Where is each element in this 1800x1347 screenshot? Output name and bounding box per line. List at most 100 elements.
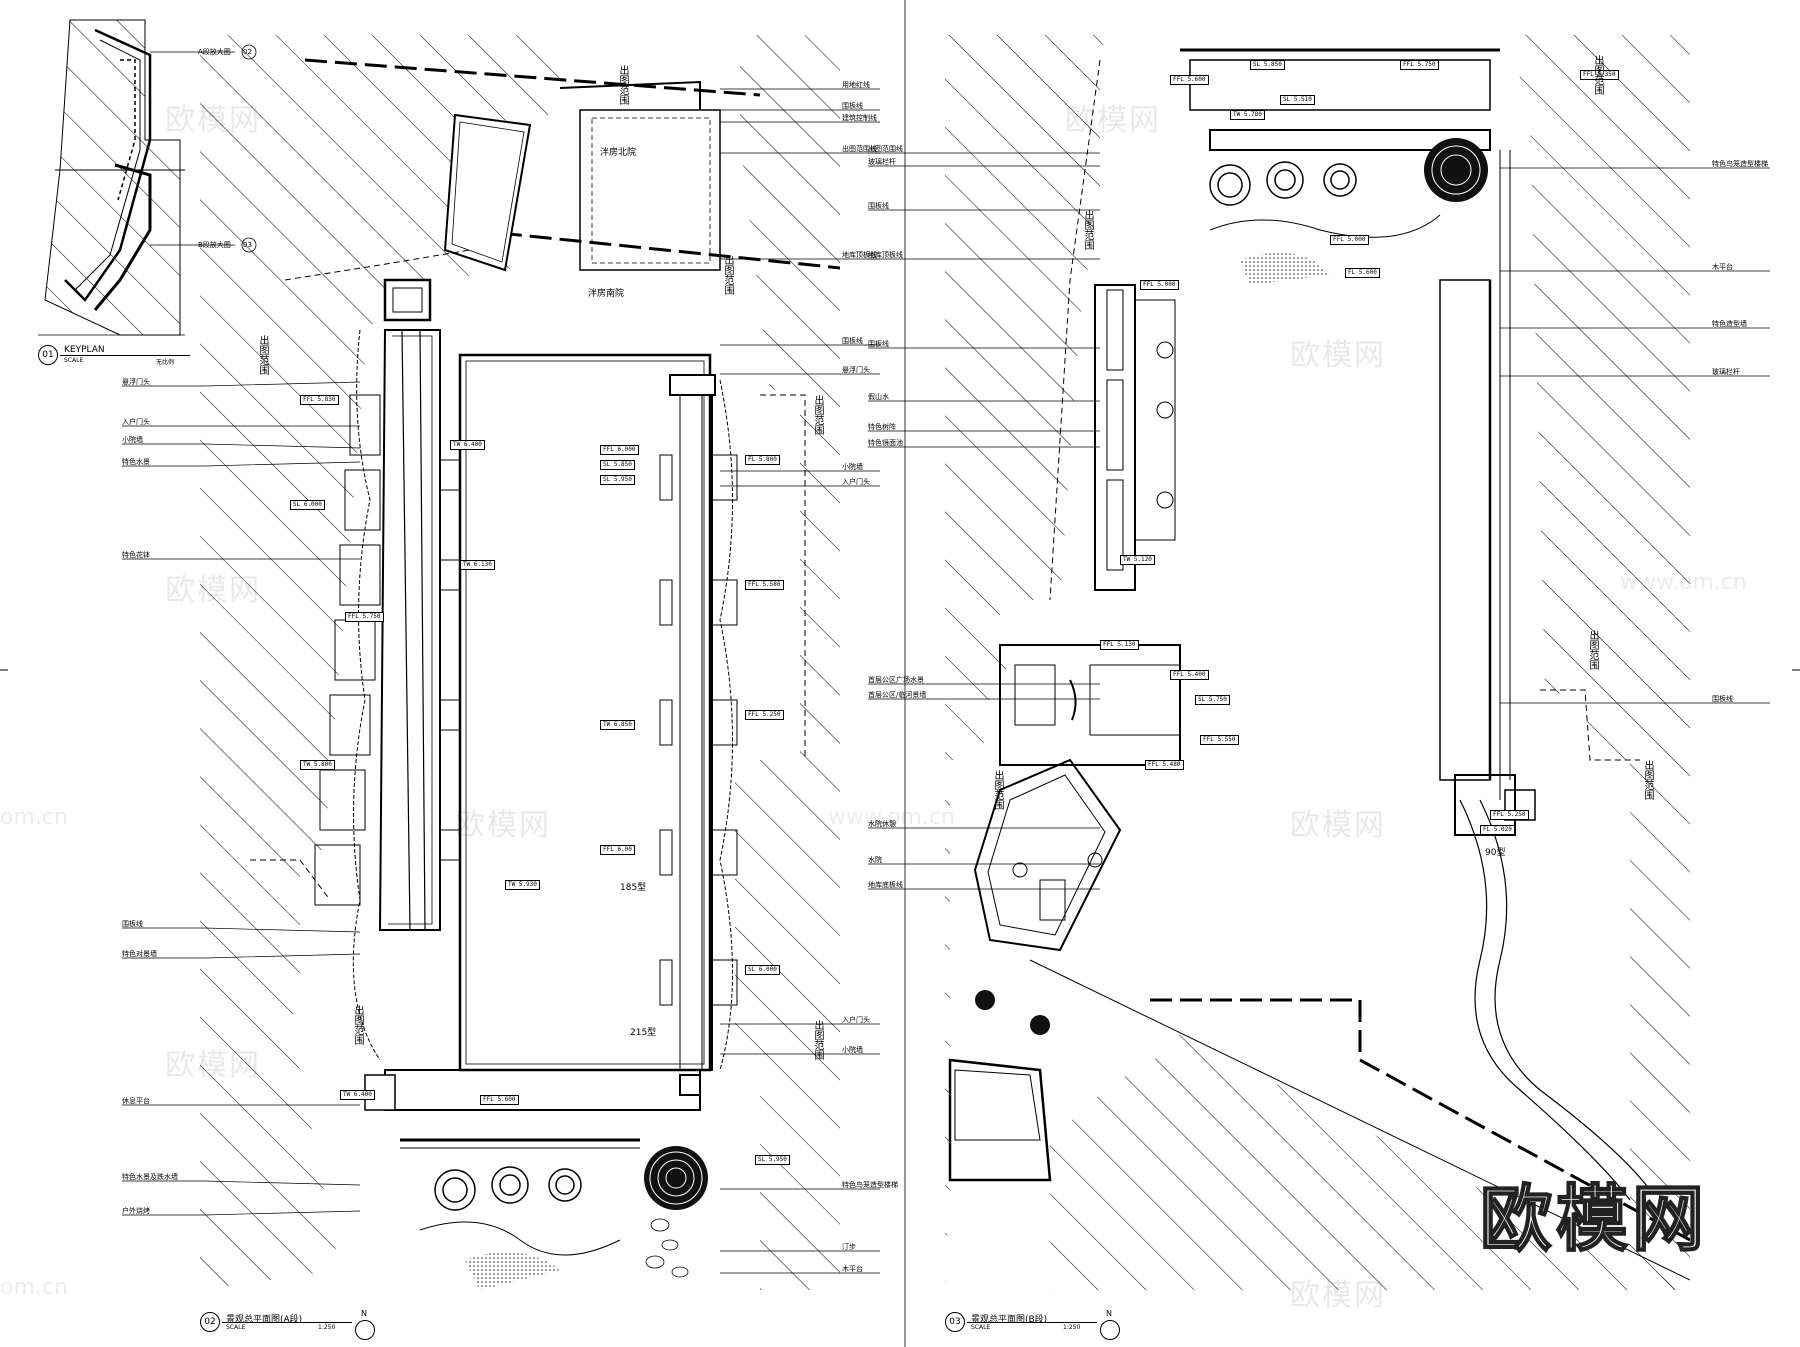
plan-a-right-label: 入户门头 <box>842 478 870 486</box>
plan-b-level-tag: FFL 5.400 <box>1170 670 1209 680</box>
plan-a-level-tag: FL 5.800 <box>745 455 780 465</box>
plan-a-right-label: 小院墙 <box>842 1046 863 1054</box>
watermark-url: om.cn <box>0 805 68 830</box>
plan-b-range-label-3: 出图范围 <box>1587 630 1598 670</box>
plan-a-left-label: 特色水景 <box>122 458 150 466</box>
plan-b-right-label: 木平台 <box>1712 263 1733 271</box>
plan-b-left-label: 水院休憩 <box>868 820 896 828</box>
plan-b-level-tag: FFL 5.600 <box>1170 75 1209 85</box>
watermark-logo: 欧模网 <box>165 103 261 138</box>
plan-b-left-label: 围板线 <box>868 340 889 348</box>
keyplan-number: 01 <box>38 345 58 365</box>
plan-a-scale-label: SCALE <box>226 1324 246 1331</box>
plan-a-level-tag: FFL 5.830 <box>300 395 339 405</box>
keyplan-scale-value: 无比例 <box>156 359 175 366</box>
plan-a-right-label: 出图范围线 <box>842 145 877 153</box>
plan-b-left-label: 特色镜面池 <box>868 439 903 447</box>
plan-a-right-label: 特色鸟笼造型楼梯 <box>842 1181 898 1189</box>
leaders-plan-b-left <box>868 152 1100 890</box>
plan-b-title-rule <box>967 1322 1097 1323</box>
leader-line <box>122 927 361 933</box>
plan-a-left-label: 特色对景墙 <box>122 950 157 958</box>
plan-a-range-label-2: 出图范围 <box>722 255 733 295</box>
plan-a-range-label-3: 出图范围 <box>257 335 268 375</box>
plan-a-level-tag: TW 5.930 <box>505 880 540 890</box>
plan-a-level-tag: FFL 6.000 <box>600 445 639 455</box>
plan-a-left-label: 户外烧烤 <box>122 1207 150 1215</box>
watermark-url: om.cn <box>0 1275 68 1300</box>
keyplan-title-rule <box>60 355 190 356</box>
plan-a-left-label: 小院墙 <box>122 436 143 444</box>
plan-b-level-tag: FFL 5.350 <box>1580 70 1619 80</box>
plan-b-left-label: 首层公区/临河景墙 <box>868 691 927 699</box>
plan-a-title: 景观总平面图(A段) <box>226 1315 303 1325</box>
plan-b-right-label: 玻璃栏杆 <box>1712 368 1740 376</box>
plan-a-right-label: 建筑控制线 <box>842 114 877 122</box>
plan-b-level-tag: TW 5.780 <box>1230 110 1265 120</box>
plan-a-area-185: 185型 <box>620 883 647 893</box>
keyplan-callout-a-number: 02 <box>243 48 252 56</box>
watermark-url: www.om.cn <box>828 805 955 830</box>
plan-b-level-tag: FFL 5.130 <box>1100 640 1139 650</box>
keyplan-graphic <box>38 19 257 336</box>
plan-b-title: 景观总平面图(B段) <box>971 1315 1048 1325</box>
plan-a-level-tag: SL 6.000 <box>745 965 780 975</box>
keyplan-callout-a-label: A段放大图 <box>198 48 231 56</box>
plan-a-right-label: 用地红线 <box>842 81 870 89</box>
plan-b-left-label: 假山水 <box>868 393 889 401</box>
plan-b-area-90: 90型 <box>1485 848 1506 858</box>
plan-a-range-label-5: 出图范围 <box>352 1005 363 1045</box>
leaders-plan-b-right <box>1500 167 1770 704</box>
plan-b-level-tag: SL 5.750 <box>1195 695 1230 705</box>
plan-b-range-label-4: 出图范围 <box>1642 760 1653 800</box>
plan-b-level-tag: FFL 5.550 <box>1200 735 1239 745</box>
plan-b-scale-label: SCALE <box>971 1324 991 1331</box>
plan-b-level-tag: FFL 5.000 <box>1140 280 1179 290</box>
leader-line <box>122 1210 361 1216</box>
plan-b-left-label: 特色树阵 <box>868 423 896 431</box>
watermark-logo: 欧模网 <box>1290 338 1386 373</box>
plan-b-level-tag: FFL 5.250 <box>1490 810 1529 820</box>
leader-line <box>122 1180 361 1186</box>
plan-a-right-label: 地库顶板线 <box>842 251 877 259</box>
plan-b-left-label: 水院 <box>868 856 882 864</box>
plan-a-range-label-4: 出图范围 <box>812 395 823 435</box>
plan-b-level-tag: FFL 5.480 <box>1145 760 1184 770</box>
plan-a-level-tag: SL 5.850 <box>600 460 635 470</box>
keyplan-callout-b-label: B段放大图 <box>198 241 231 249</box>
watermark-logo: 欧模网 <box>165 1048 261 1083</box>
plan-a-level-tag: FFL 5.600 <box>480 1095 519 1105</box>
plan-a-right-label: 木平台 <box>842 1265 863 1273</box>
plan-a-area-215: 215型 <box>630 1028 657 1038</box>
keyplan-callout-b-number: 03 <box>243 241 252 249</box>
keyplan-scale-label: SCALE <box>64 357 84 364</box>
watermark-logo: 欧模网 <box>455 808 551 843</box>
plan-b-left-label: 出图范围线 <box>868 145 903 153</box>
plan-a-left-label: 休息平台 <box>122 1097 150 1105</box>
plan-b-left-label: 首层公区广场水景 <box>868 676 924 684</box>
plan-b-number: 03 <box>945 1312 965 1332</box>
plan-a-level-tag: FFL 6.00 <box>600 845 635 855</box>
plan-b-scale-value: 1:250 <box>1063 1324 1081 1331</box>
plan-b-right-label: 特色造型墙 <box>1712 320 1747 328</box>
plan-a-level-tag: FFL 5.750 <box>345 612 384 622</box>
plan-a-level-tag: TW 5.800 <box>300 760 335 770</box>
brand-logo: 欧模网 <box>1479 1176 1709 1262</box>
plan-b-right-label: 围板线 <box>1712 695 1733 703</box>
plan-a-left-label: 特色花钵 <box>122 551 150 559</box>
plan-a-graphic <box>200 35 840 1290</box>
plan-a-number: 02 <box>200 1312 220 1332</box>
leaders-plan-a-right <box>720 88 880 1274</box>
plan-a-level-tag: TW 6.130 <box>460 560 495 570</box>
plan-b-level-tag: FFL 5.000 <box>1330 235 1369 245</box>
plan-a-level-tag: SL 5.950 <box>600 475 635 485</box>
plan-a-right-label: 围板线 <box>842 337 863 345</box>
keyplan-title: KEYPLAN <box>64 345 105 355</box>
watermark-logo: 欧模网 <box>1290 1278 1386 1313</box>
watermark-logo: 欧模网 <box>1065 103 1161 138</box>
plan-b-level-tag: SL 5.510 <box>1280 95 1315 105</box>
plan-a-title-block: 02 景观总平面图(A段) SCALE 1:250 <box>200 1312 380 1338</box>
plan-b-graphic <box>945 35 1690 1290</box>
plan-a-level-tag: SL 6.000 <box>290 500 325 510</box>
